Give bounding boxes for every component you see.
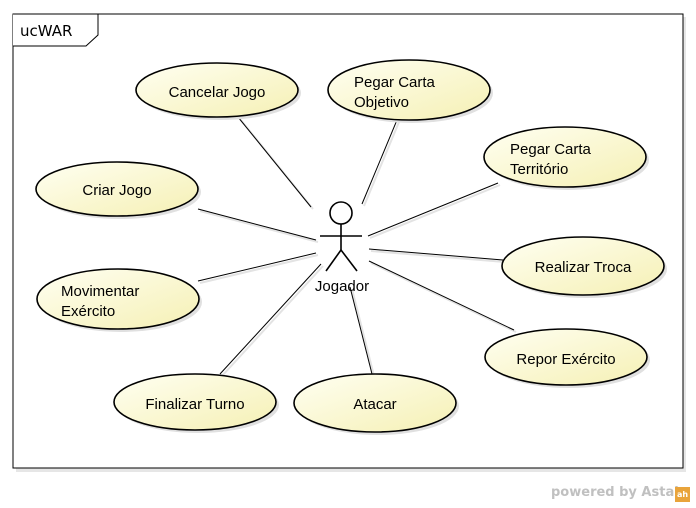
association-shadow (363, 121, 400, 207)
actor-head (329, 201, 353, 225)
frame-label: ucWAR (20, 22, 72, 40)
use-case-label-line: Pegar Carta (354, 74, 436, 91)
astah-logo-icon: ah (675, 487, 690, 502)
use-case-label-line: Exército (61, 303, 115, 320)
use-case-label-line: Realizar Troca (535, 259, 632, 276)
use-case-label: Cancelar Jogo (169, 84, 266, 101)
association-shadow (351, 288, 375, 377)
powered-by-text: powered by Astah (551, 485, 684, 500)
association-shadow (221, 265, 324, 377)
use-case-ellipse (36, 268, 200, 330)
association-shadow (370, 262, 517, 333)
use-case-label-line: Atacar (353, 396, 396, 413)
association-pegar-carta-territorio[interactable] (367, 182, 499, 237)
use-case-cancelar-jogo[interactable]: Cancelar Jogo (135, 62, 301, 120)
association-realizar-troca[interactable] (368, 248, 504, 261)
frame-name: WAR (38, 22, 73, 40)
use-case-repor-exercito[interactable]: Repor Exército (484, 328, 650, 388)
use-case-label-line: Repor Exército (516, 351, 615, 368)
actor-right-leg (340, 249, 358, 272)
frame-tab (13, 13, 99, 47)
use-case-ellipse (501, 236, 665, 296)
use-case-ellipse (135, 62, 299, 118)
use-case-label-line: Pegar Carta (510, 141, 592, 158)
association-shadow (369, 184, 501, 239)
use-case-ellipse (483, 126, 647, 188)
use-case-label-line: Criar Jogo (82, 182, 151, 199)
association-movimentar-exercito[interactable] (197, 252, 317, 282)
association-criar-jogo[interactable] (197, 208, 317, 241)
association-repor-exercito[interactable] (368, 260, 515, 331)
association-pegar-carta-objetivo[interactable] (361, 119, 398, 205)
association-shadow (370, 250, 506, 263)
use-case-criar-jogo[interactable]: Criar Jogo (35, 161, 201, 219)
use-case-label: Finalizar Turno (145, 396, 244, 413)
association-cancelar-jogo[interactable] (237, 116, 312, 208)
use-case-realizar-troca[interactable]: Realizar Troca (501, 236, 667, 298)
association-finalizar-turno[interactable] (219, 263, 322, 375)
use-case-ellipse (35, 161, 199, 217)
association-atacar[interactable] (349, 286, 373, 375)
use-case-ellipse (113, 373, 277, 431)
use-case-ellipse (327, 59, 491, 121)
association-shadow (199, 210, 319, 243)
use-case-label-line: Finalizar Turno (145, 396, 244, 413)
use-case-finalizar-turno[interactable]: Finalizar Turno (113, 373, 279, 433)
association-shadow (199, 254, 319, 284)
use-case-label: Realizar Troca (535, 259, 632, 276)
use-case-label-line: Movimentar (61, 283, 139, 300)
use-case-atacar[interactable]: Atacar (293, 373, 459, 435)
use-case-label: Repor Exército (516, 351, 615, 368)
use-case-ellipse (293, 373, 457, 433)
use-case-label: Atacar (353, 396, 396, 413)
use-case-label-line: Objetivo (354, 94, 409, 111)
use-case-label-line: Cancelar Jogo (169, 84, 266, 101)
frame-kind: uc (20, 22, 38, 40)
actor-label: Jogador (315, 278, 369, 295)
use-case-ellipse (484, 328, 648, 386)
actor-left-leg (325, 249, 342, 272)
use-case-label: Criar Jogo (82, 182, 151, 199)
associations (197, 116, 517, 377)
use-case-label-line: Território (510, 161, 568, 178)
actor-jogador[interactable]: Jogador (315, 201, 369, 295)
